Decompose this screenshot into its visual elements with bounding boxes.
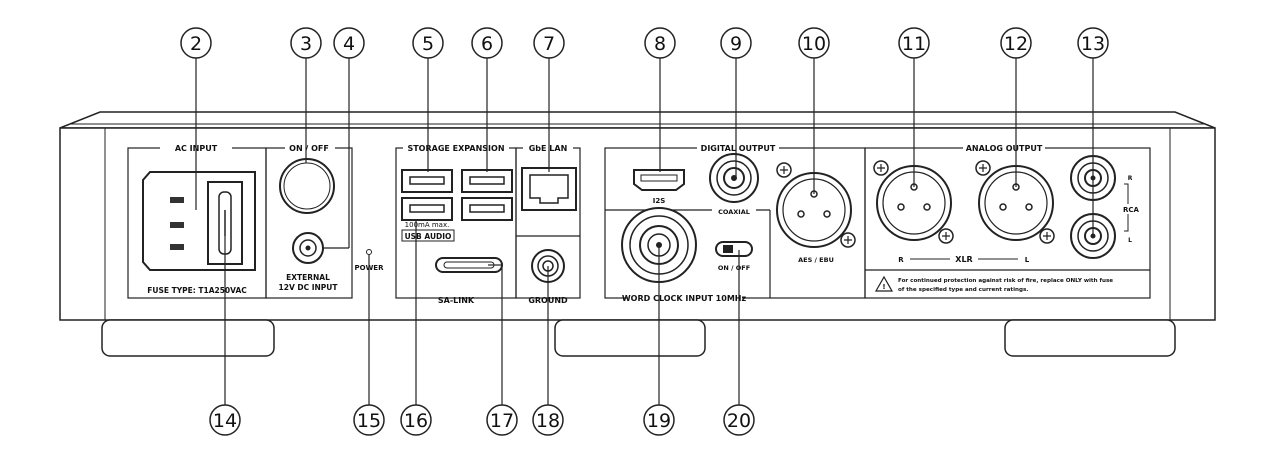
- rca-r-label: R: [1128, 175, 1133, 182]
- analog-output-section: ANALOG OUTPUT R XLR L: [864, 142, 1151, 299]
- usb-max-label: 100mA max.: [405, 221, 450, 229]
- callout-7: 7: [533, 27, 565, 59]
- svg-text:20: 20: [727, 410, 751, 432]
- svg-text:11: 11: [902, 33, 926, 55]
- fuse-type-label: FUSE TYPE: T1A250VAC: [147, 286, 247, 295]
- svg-text:10: 10: [802, 33, 826, 55]
- xlr-l-label: L: [1025, 256, 1030, 264]
- svg-text:4: 4: [343, 33, 355, 55]
- rca-label: RCA: [1123, 206, 1140, 214]
- svg-text:2: 2: [190, 33, 202, 55]
- callout-5: 5: [412, 27, 444, 59]
- aes-ebu-label: AES / EBU: [798, 256, 834, 264]
- svg-text:14: 14: [213, 410, 237, 432]
- svg-text:17: 17: [490, 410, 514, 432]
- rca-l-label: L: [1128, 237, 1132, 244]
- sa-link-label: SA-LINK: [438, 296, 475, 305]
- svg-text:!: !: [882, 283, 885, 291]
- svg-text:13: 13: [1081, 33, 1105, 55]
- gbe-lan-label: GbE LAN: [529, 144, 568, 153]
- callout-3: 3: [290, 27, 322, 59]
- svg-text:8: 8: [654, 33, 666, 55]
- xlr-label: XLR: [955, 255, 972, 264]
- callout-15: 15: [353, 404, 385, 436]
- word-clock-label: WORD CLOCK INPUT 10MHz: [622, 294, 747, 303]
- svg-text:3: 3: [300, 33, 312, 55]
- coaxial-label: COAXIAL: [718, 208, 750, 216]
- svg-text:7: 7: [543, 33, 555, 55]
- foot-left: [101, 319, 275, 357]
- leader-lines: [195, 58, 1094, 405]
- warning-line2: of the specified type and current rating…: [898, 287, 1028, 293]
- callouts-bottom: 14 15 16 17 18 19 20: [209, 404, 755, 436]
- svg-text:19: 19: [647, 410, 671, 432]
- svg-text:9: 9: [730, 33, 742, 55]
- callout-17: 17: [486, 404, 518, 436]
- callout-9: 9: [720, 27, 752, 59]
- svg-text:15: 15: [357, 410, 381, 432]
- coaxial-on-off-switch: [715, 241, 753, 257]
- storage-section: STORAGE EXPANSION GbE LAN 100mA max. USB…: [395, 142, 581, 305]
- callout-20: 20: [723, 404, 755, 436]
- foot-center: [554, 319, 706, 357]
- warning-line1: For continued protection against risk of…: [898, 278, 1113, 284]
- callouts-top: 2 3 4 5 6 7 8 9 10 11 12 13: [180, 27, 1109, 59]
- callout-12: 12: [1000, 27, 1032, 59]
- callout-8: 8: [644, 27, 676, 59]
- callout-19: 19: [643, 404, 675, 436]
- digital-output-label: DIGITAL OUTPUT: [701, 144, 776, 153]
- svg-text:5: 5: [422, 33, 434, 55]
- callout-13: 13: [1077, 27, 1109, 59]
- warning-icon: [874, 275, 894, 292]
- power-led: [366, 249, 372, 255]
- svg-text:18: 18: [536, 410, 560, 432]
- i2s-label: I2S: [653, 197, 666, 205]
- storage-expansion-label: STORAGE EXPANSION: [407, 144, 504, 153]
- on-off-switch-label: ON / OFF: [718, 264, 750, 272]
- digital-output-section: DIGITAL OUTPUT I2S COAXIAL AES / EBU WOR…: [604, 142, 866, 303]
- external-label-line2: 12V DC INPUT: [279, 283, 339, 292]
- svg-text:6: 6: [481, 33, 493, 55]
- power-switch: [279, 158, 335, 214]
- svg-text:16: 16: [404, 410, 428, 432]
- xlr-r-label: R: [898, 256, 904, 264]
- analog-output-label: ANALOG OUTPUT: [966, 144, 1043, 153]
- callout-4: 4: [333, 27, 365, 59]
- callout-11: 11: [898, 27, 930, 59]
- on-off-label: ON / OFF: [289, 144, 329, 153]
- callout-14: 14: [209, 404, 241, 436]
- svg-text:12: 12: [1004, 33, 1028, 55]
- chassis-top: [59, 111, 1216, 129]
- callout-6: 6: [471, 27, 503, 59]
- power-section: ON / OFF EXTERNAL 12V DC INPUT POWER: [265, 142, 384, 299]
- callout-10: 10: [798, 27, 830, 59]
- external-label-line1: EXTERNAL: [286, 273, 330, 282]
- callout-2: 2: [180, 27, 212, 59]
- usb-audio-label: USB AUDIO: [405, 232, 452, 241]
- foot-right: [1004, 319, 1176, 357]
- callout-18: 18: [532, 404, 564, 436]
- callout-16: 16: [400, 404, 432, 436]
